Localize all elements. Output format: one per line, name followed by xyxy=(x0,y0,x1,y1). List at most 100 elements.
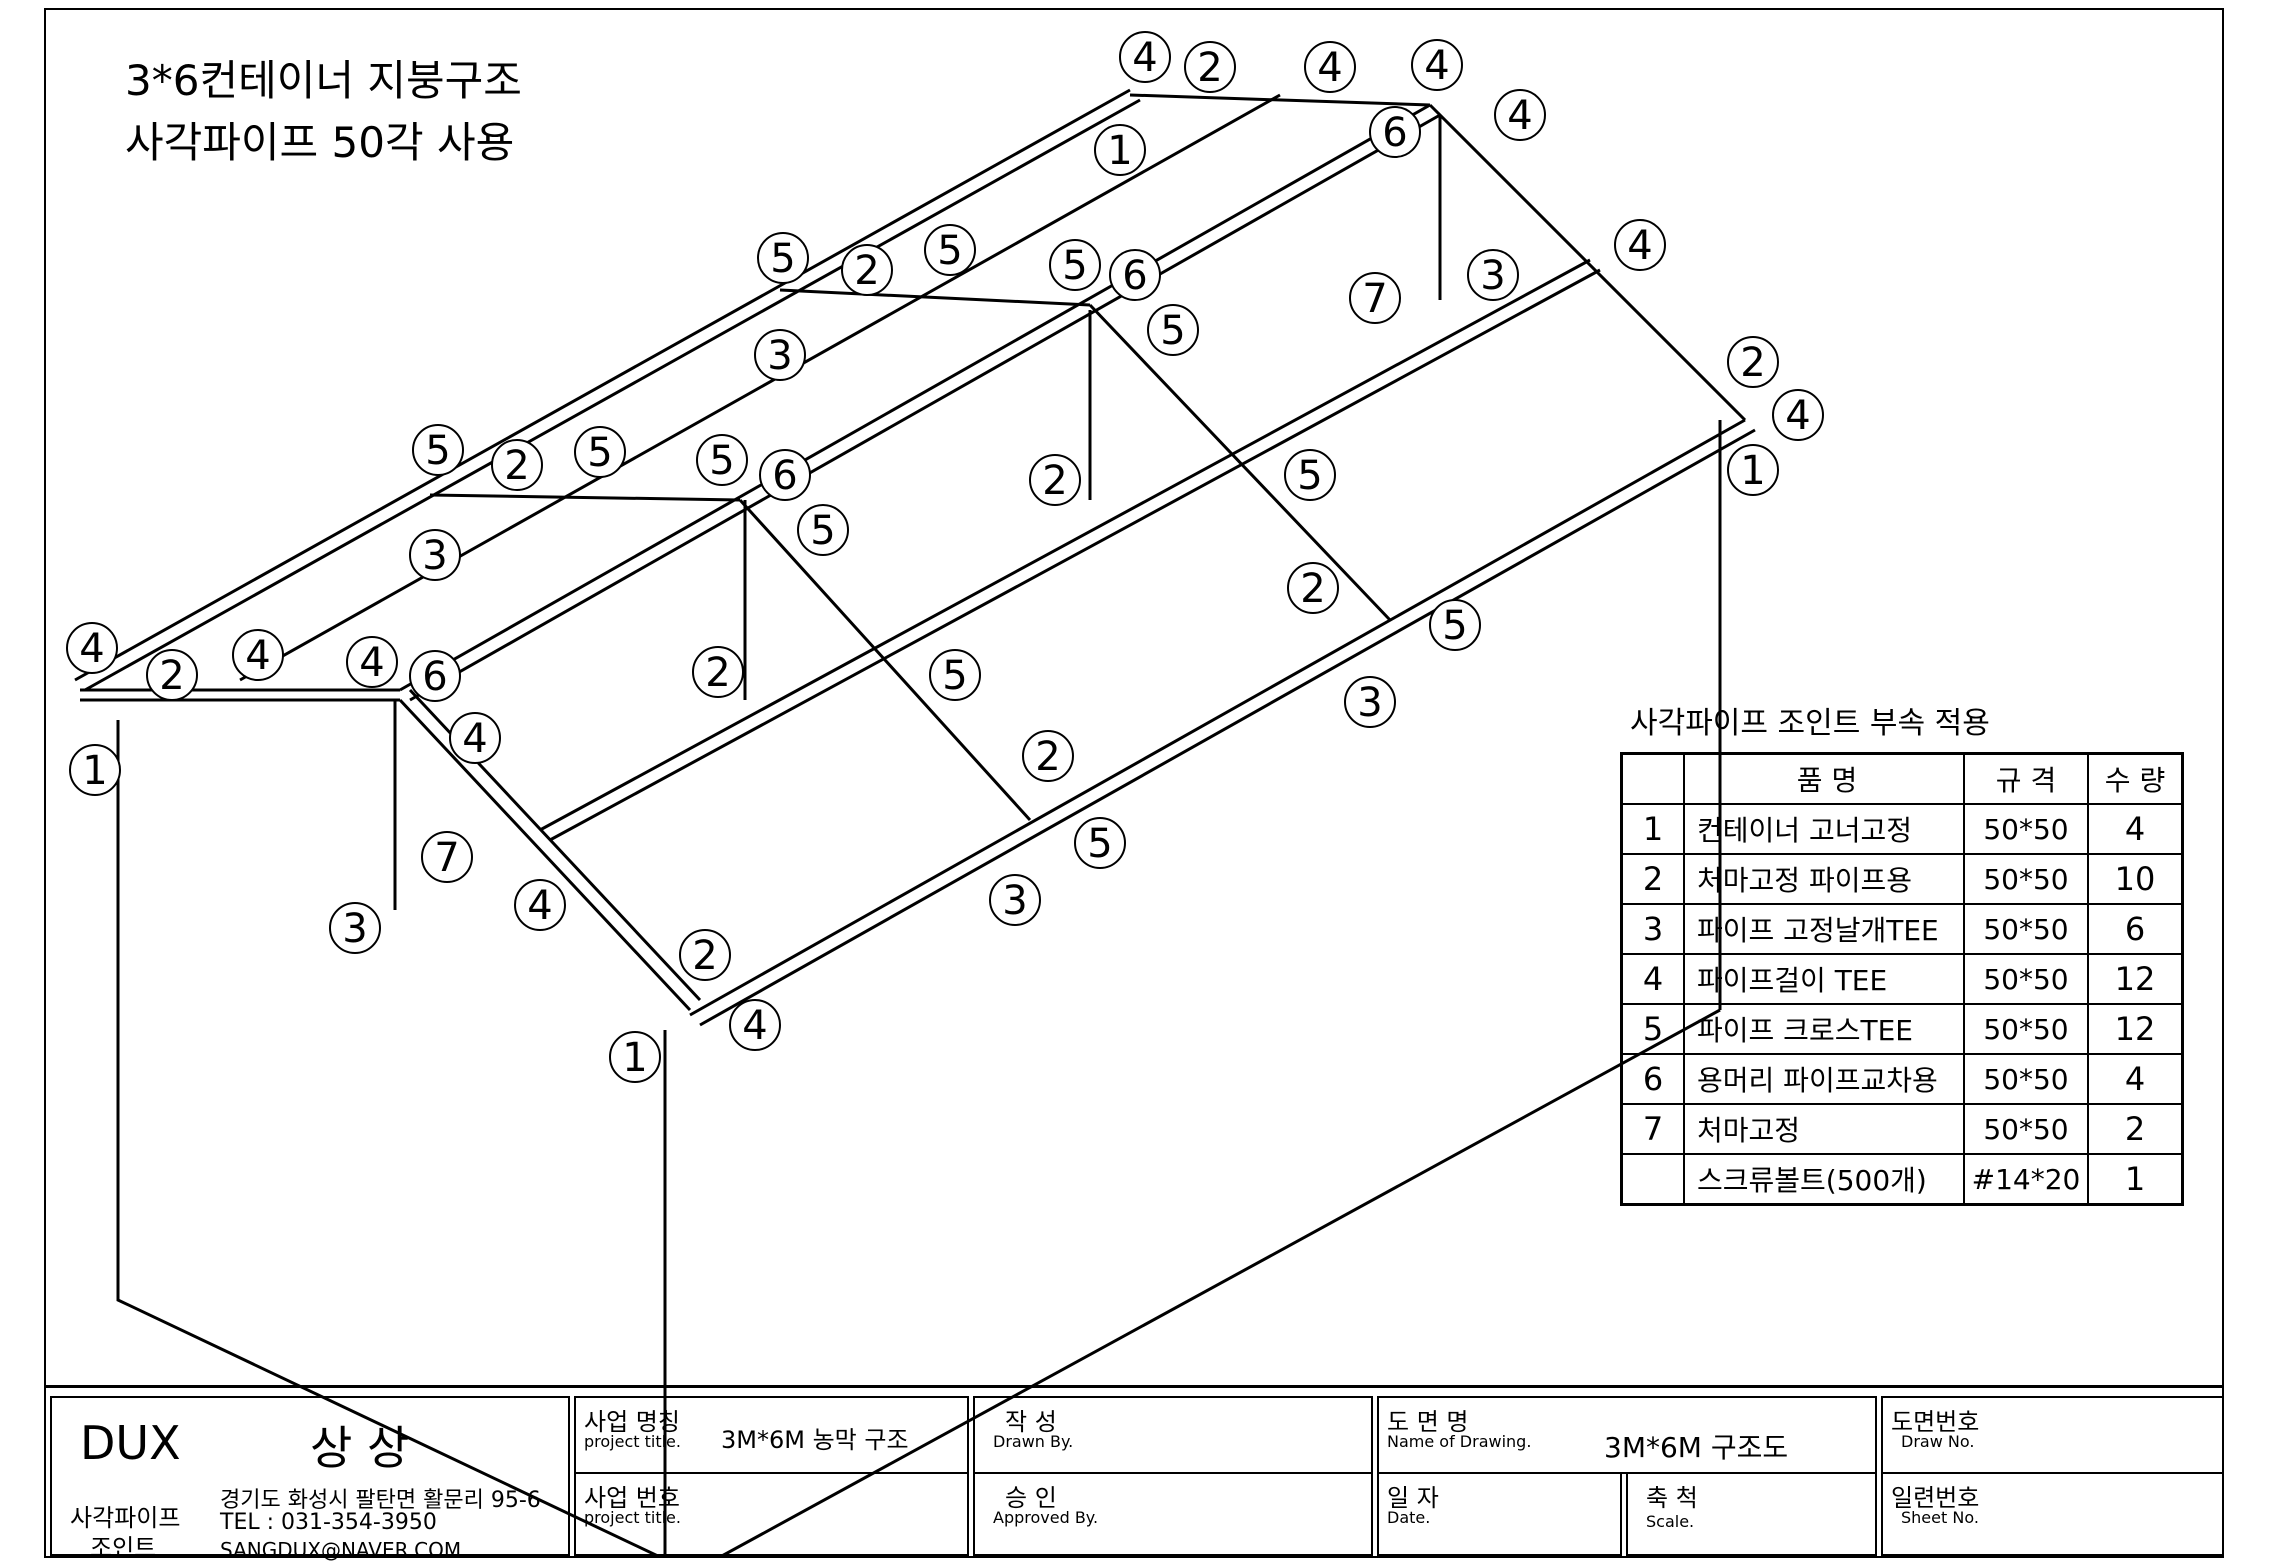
svg-text:7: 7 xyxy=(434,835,459,881)
svg-text:5: 5 xyxy=(1297,453,1322,499)
svg-text:4: 4 xyxy=(359,640,384,686)
callout-3: 3 xyxy=(754,329,806,381)
brand-line-1: 사각파이프 xyxy=(70,1504,181,1532)
svg-text:6: 6 xyxy=(422,654,447,700)
callout-4: 4 xyxy=(232,629,284,681)
svg-text:2: 2 xyxy=(1197,45,1222,91)
callout-3: 3 xyxy=(1467,249,1519,301)
middle-rafter-2 xyxy=(1088,303,1392,622)
brand-line-2: 조인트 xyxy=(90,1534,157,1562)
callout-2: 2 xyxy=(1022,730,1074,782)
callout-1: 1 xyxy=(609,1031,661,1083)
callout-1: 1 xyxy=(69,744,121,796)
callout-2: 2 xyxy=(146,649,198,701)
company-address: 경기도 화성시 팔탄면 활문리 95-6 xyxy=(220,1488,541,1513)
right-eave-beam xyxy=(689,418,1746,1017)
callout-5: 5 xyxy=(574,426,626,478)
callout-3: 3 xyxy=(1344,676,1396,728)
svg-text:5: 5 xyxy=(770,236,795,282)
svg-text:4: 4 xyxy=(79,626,104,672)
back-rafter xyxy=(1428,103,1747,422)
drawing-title: 3*6컨테이너 지붕구조 사각파이프 50각 사용 xyxy=(125,50,522,174)
purlin-2 xyxy=(539,258,1591,832)
callout-5: 5 xyxy=(797,504,849,556)
svg-text:1: 1 xyxy=(82,748,107,794)
callout-5: 5 xyxy=(1049,239,1101,291)
header-qty: 수 량 xyxy=(2087,752,2184,805)
parts-table-header: 품 명 규 격 수 량 xyxy=(1620,752,2184,805)
callout-4: 4 xyxy=(1614,219,1666,271)
callout-3: 3 xyxy=(989,874,1041,926)
svg-text:5: 5 xyxy=(1062,243,1087,289)
container-right-edge xyxy=(719,1008,1721,1557)
callout-4: 4 xyxy=(1119,31,1171,83)
svg-text:2: 2 xyxy=(854,248,879,294)
middle-rafter-1 xyxy=(738,498,1032,822)
callout-5: 5 xyxy=(412,424,464,476)
svg-text:1: 1 xyxy=(1107,128,1132,174)
callout-1: 1 xyxy=(1094,124,1146,176)
project-no-cell: 사업 번호 project title. xyxy=(574,1474,969,1556)
svg-text:4: 4 xyxy=(527,883,552,929)
svg-text:4: 4 xyxy=(462,716,487,762)
callout-6: 6 xyxy=(1109,249,1161,301)
header-spec: 규 격 xyxy=(1963,752,2089,805)
drawing-name-cell: 도 면 명 Name of Drawing. 3M*6M 구조도 xyxy=(1377,1396,1877,1474)
svg-text:2: 2 xyxy=(159,653,184,699)
front-rafter-right xyxy=(398,698,692,1012)
callout-5: 5 xyxy=(929,649,981,701)
callout-5: 5 xyxy=(1074,817,1126,869)
callout-6: 6 xyxy=(409,650,461,702)
scale-cell: 축 척 Scale. xyxy=(1626,1474,1877,1556)
callout-5: 5 xyxy=(924,224,976,276)
svg-text:3: 3 xyxy=(1357,680,1382,726)
callout-4: 4 xyxy=(1772,389,1824,441)
callout-6: 6 xyxy=(1369,106,1421,158)
title-line-1: 3*6컨테이너 지붕구조 xyxy=(125,56,522,105)
tie-2 xyxy=(779,288,1091,307)
svg-text:3: 3 xyxy=(422,533,447,579)
company-tel: TEL : 031-354-3950 xyxy=(220,1510,437,1535)
tie-3 xyxy=(1129,93,1431,107)
callout-5: 5 xyxy=(1147,304,1199,356)
callout-4: 4 xyxy=(66,622,118,674)
svg-text:2: 2 xyxy=(692,933,717,979)
callout-3: 3 xyxy=(409,529,461,581)
callout-4: 4 xyxy=(514,879,566,931)
drawing-name-value: 3M*6M 구조도 xyxy=(1604,1431,1789,1464)
callout-5: 5 xyxy=(1284,449,1336,501)
callout-2: 2 xyxy=(692,646,744,698)
company-cell: DUX 상 상 사각파이프 조인트 경기도 화성시 팔탄면 활문리 95-6 T… xyxy=(50,1396,570,1562)
tie-1 xyxy=(429,493,741,502)
svg-text:2: 2 xyxy=(504,443,529,489)
svg-text:5: 5 xyxy=(709,438,734,484)
ridge-beam xyxy=(399,103,1431,692)
svg-text:5: 5 xyxy=(1442,603,1467,649)
svg-text:4: 4 xyxy=(1424,43,1449,89)
svg-text:1: 1 xyxy=(622,1035,647,1081)
callout-2: 2 xyxy=(491,439,543,491)
svg-text:4: 4 xyxy=(1317,45,1342,91)
svg-text:5: 5 xyxy=(1160,308,1185,354)
svg-text:6: 6 xyxy=(1382,110,1407,156)
callout-4: 4 xyxy=(1304,41,1356,93)
purlin-1 xyxy=(239,93,1281,682)
company-email: SANGDUX@NAVER.COM xyxy=(220,1538,462,1562)
project-name-value: 3M*6M 농막 구조 xyxy=(721,1426,909,1454)
company-name: DUX xyxy=(80,1416,181,1470)
svg-text:7: 7 xyxy=(1362,276,1387,322)
callout-2: 2 xyxy=(1184,41,1236,93)
svg-text:5: 5 xyxy=(937,228,962,274)
callout-4: 4 xyxy=(1494,89,1546,141)
svg-text:2: 2 xyxy=(705,650,730,696)
callout-5: 5 xyxy=(696,434,748,486)
callout-2: 2 xyxy=(1029,454,1081,506)
callout-2: 2 xyxy=(679,929,731,981)
project-name-cell: 사업 명칭 project title. 3M*6M 농막 구조 xyxy=(574,1396,969,1474)
svg-text:4: 4 xyxy=(742,1003,767,1049)
